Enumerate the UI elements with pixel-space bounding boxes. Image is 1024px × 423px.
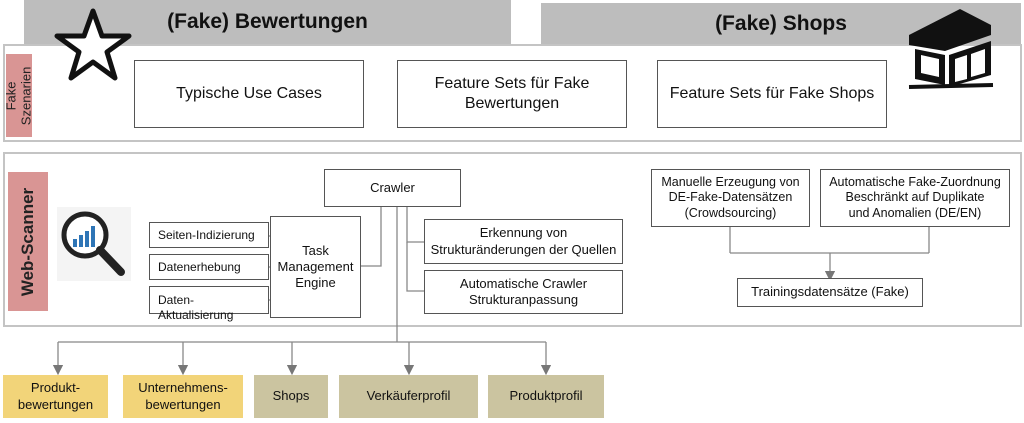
task-datenerhebung: Datenerhebung bbox=[149, 254, 269, 280]
box-typische-use-cases: Typische Use Cases bbox=[134, 60, 364, 128]
output-shops: Shops bbox=[254, 375, 328, 418]
output-produktbewertungen: Produkt- bewertungen bbox=[3, 375, 108, 418]
box-automatische-zuordnung: Automatische Fake-Zuordnung Beschränkt a… bbox=[820, 169, 1010, 227]
box-feature-sets-shops: Feature Sets für Fake Shops bbox=[657, 60, 887, 128]
fake-szenarien-side-label: Fake Szenarien bbox=[3, 54, 33, 137]
header-fake-shops-label: (Fake) Shops bbox=[715, 11, 847, 35]
header-fake-shops: (Fake) Shops bbox=[541, 3, 1021, 44]
crawler-box: Crawler bbox=[324, 169, 461, 207]
shop-icon bbox=[908, 9, 994, 89]
box-manuelle-erzeugung: Manuelle Erzeugung von DE-Fake-Datensätz… bbox=[651, 169, 810, 227]
magnifier-chart-icon bbox=[57, 207, 131, 281]
output-verkaeuferprofil: Verkäuferprofil bbox=[339, 375, 478, 418]
task-seiten-indizierung: Seiten-Indizierung bbox=[149, 222, 269, 248]
task-management-engine-box: Task Management Engine bbox=[270, 216, 361, 318]
web-scanner-side-label: Web-Scanner bbox=[8, 172, 48, 311]
box-trainingsdatensaetze: Trainingsdatensätze (Fake) bbox=[737, 278, 923, 307]
star-icon bbox=[54, 8, 132, 81]
task-daten-aktualisierung: Daten-Aktualisierung bbox=[149, 286, 269, 322]
box-crawler-strukturanpassung: Automatische Crawler Strukturanpassung bbox=[424, 270, 623, 314]
box-feature-sets-bewertungen: Feature Sets für Fake Bewertungen bbox=[397, 60, 627, 128]
output-produktprofil: Produktprofil bbox=[488, 375, 604, 418]
box-strukturaenderungen: Erkennung von Strukturänderungen der Que… bbox=[424, 219, 623, 264]
header-fake-bewertungen-label: (Fake) Bewertungen bbox=[167, 10, 368, 33]
output-unternehmensbewertungen: Unternehmens- bewertungen bbox=[123, 375, 243, 418]
